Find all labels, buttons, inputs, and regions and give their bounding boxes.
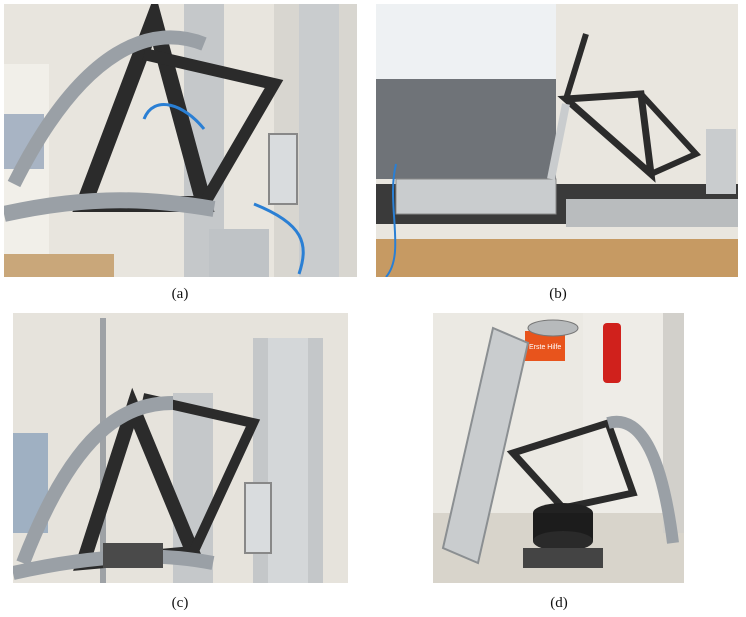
caption-a: (a) (171, 286, 189, 302)
first-aid-sign: Erste Hilfe (529, 344, 561, 351)
caption-d: (d) (550, 595, 568, 611)
photo-panel-b (376, 4, 738, 277)
photo-panel-c (13, 313, 348, 583)
caption-b: (b) (549, 286, 567, 302)
photo-d-image: Erste Hilfe (433, 313, 684, 583)
photo-c-image (13, 313, 348, 583)
photo-a-image (4, 4, 357, 277)
caption-c: (c) (171, 595, 189, 611)
photo-panel-d: Erste Hilfe (433, 313, 684, 583)
photo-b-image (376, 4, 738, 277)
photo-panel-a (4, 4, 357, 277)
